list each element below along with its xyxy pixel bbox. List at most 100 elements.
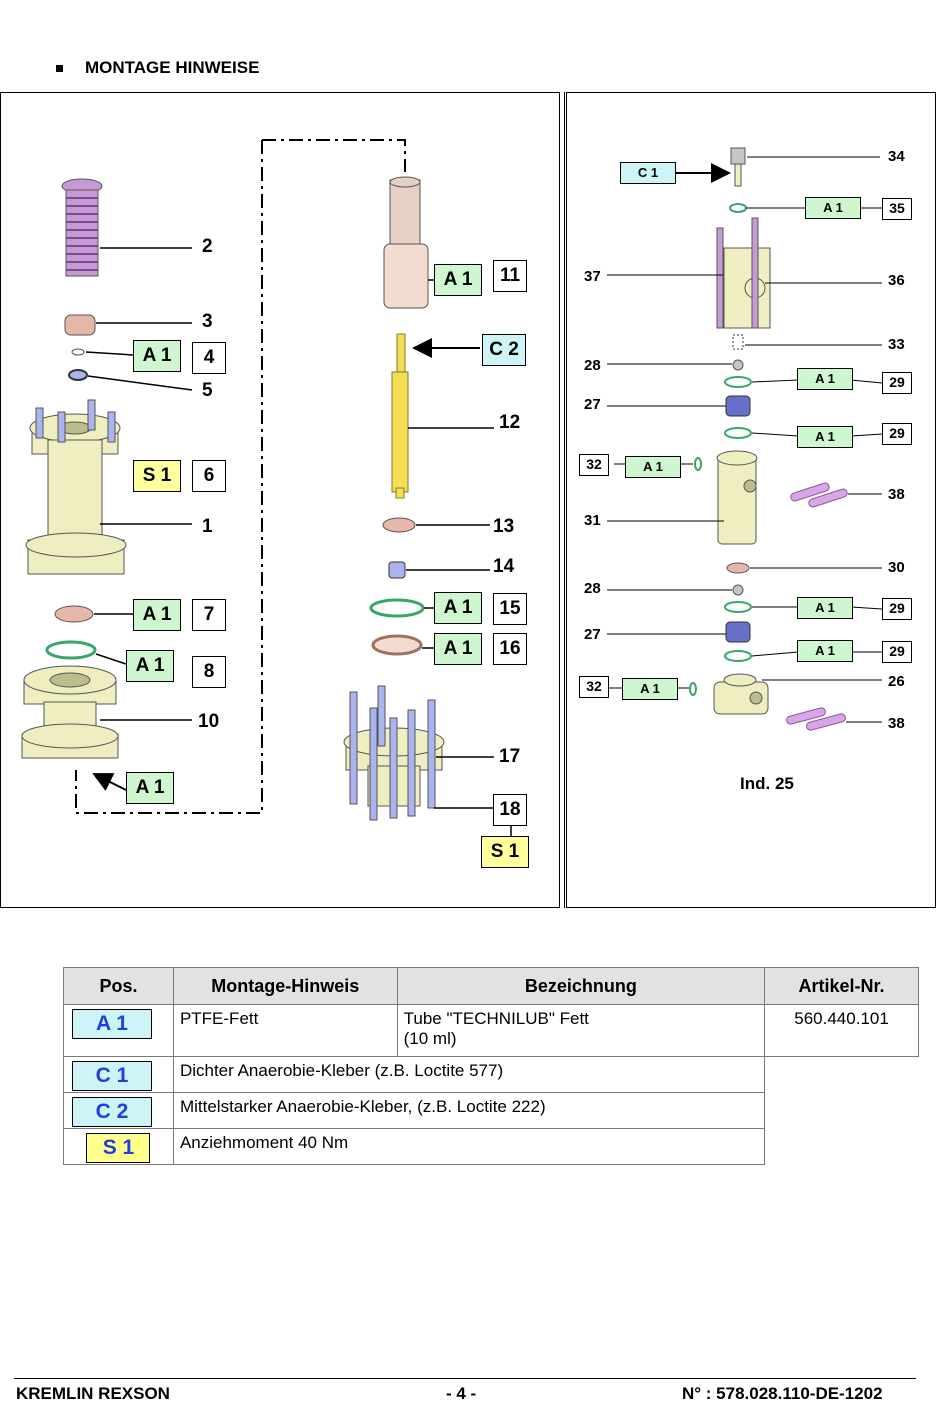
part-number-box-6: 6 [192,460,226,492]
body-part-1 [25,399,127,575]
part-label-31: 31 [584,512,601,529]
part-number-box-35: 35 [882,198,912,220]
designation-cell: Tube "TECHNILUB" Fett(10 ml) [396,1004,766,1057]
pin-part-12 [391,333,409,499]
housing-part-17 [343,685,445,821]
part-label-27: 27 [584,626,601,643]
part-number-box-29: 29 [882,641,912,663]
code-box-c1: C 1 [620,162,676,184]
article-cell: 560.440.101 [764,1004,919,1057]
seal-part-3 [64,314,96,336]
part-number-box-29: 29 [882,598,912,620]
part-label-2: 2 [202,236,213,257]
part-label-28: 28 [584,580,601,597]
flange-part-10 [21,665,119,759]
designation-line-2: (10 ml) [403,1029,457,1048]
footer-page: - 4 - [446,1384,477,1403]
disc-part-13 [382,517,416,533]
part-label-14: 14 [493,556,515,577]
footer-rule [14,1378,916,1379]
seat-part-27-top [725,395,751,417]
section-heading: MONTAGE HINWEISE [56,58,259,78]
note-cell: Anziehmoment 40 Nm [172,1128,766,1165]
code-box-a1: A 1 [126,772,174,804]
part-label-10: 10 [198,711,220,732]
part-label-38: 38 [888,715,905,732]
table-row: C 1 Dichter Anaerobie-Kleber (z.B. Locti… [63,1056,919,1093]
part-number-box-16: 16 [493,633,527,665]
part-label-36: 36 [888,272,905,289]
code-box-a1: A 1 [434,264,482,296]
ball-part-28-top [732,359,744,371]
part-number-box-11: 11 [493,260,527,292]
part-label-12: 12 [499,412,521,433]
part-label-28: 28 [584,357,601,374]
code-c2: C 2 [72,1097,152,1127]
table-row: A 1 PTFE-Fett Tube "TECHNILUB" Fett(10 m… [63,1004,919,1057]
code-box-a1: A 1 [622,678,678,700]
oring-part-35 [729,203,747,213]
oring-part-29-d [724,650,752,662]
header-bezeichnung: Bezeichnung [396,967,766,1005]
part-label-27: 27 [584,396,601,413]
code-box-a1: A 1 [434,592,482,624]
table-row: C 2 Mittelstarker Anaerobie-Kleber, (z.B… [63,1092,919,1129]
code-box-s1: S 1 [481,836,529,868]
code-box-a1: A 1 [797,426,853,448]
screws-part-38-a [790,482,848,508]
part-label-13: 13 [493,516,515,537]
header-montage-hinweis: Montage-Hinweis [172,967,398,1005]
designation-line-1: Tube "TECHNILUB" Fett [403,1009,589,1028]
part-label-34: 34 [888,148,905,165]
part-label-17: 17 [499,746,521,767]
part-number-box-7: 7 [192,599,226,631]
ball-part-28-bottom [732,584,744,596]
exploded-view-drawing [21,139,883,836]
oring-part-32-b [689,682,697,696]
part-number-box-29: 29 [882,423,912,445]
footer-company: KREMLIN REXSON [16,1384,170,1403]
part-label-5: 5 [202,380,213,401]
oring-part-15 [369,598,425,618]
oring-part-29-a [724,376,752,388]
note-cell: Dichter Anaerobie-Kleber (z.B. Loctite 5… [172,1056,766,1093]
part-number-box-8: 8 [192,656,226,688]
code-box-c2: C 2 [482,334,526,366]
legend-table: Pos. Montage-Hinweis Bezeichnung Artikel… [63,967,919,1165]
code-box-a1: A 1 [133,599,181,631]
code-box-a1: A 1 [797,597,853,619]
code-c1: C 1 [72,1061,152,1091]
seal-part-16 [371,634,423,656]
code-box-a1: A 1 [434,633,482,665]
part-number-box-4: 4 [192,342,226,374]
part-label-37: 37 [584,268,601,285]
part-label-1: 1 [202,516,213,537]
oring-part-8 [45,640,97,660]
header-pos: Pos. [63,967,174,1005]
index-label: Ind. 25 [740,774,794,793]
base-part-26 [713,673,769,715]
code-box-a1: A 1 [126,650,174,682]
code-box-a1: A 1 [797,640,853,662]
seal-part-7 [54,605,94,623]
note-cell: Mittelstarker Anaerobie-Kleber, (z.B. Lo… [172,1092,766,1129]
part-label-38: 38 [888,486,905,503]
note-cell: PTFE-Fett [172,1004,398,1057]
part-number-box-32: 32 [579,676,609,698]
nut-part-14 [388,561,406,579]
code-a1: A 1 [72,1009,152,1039]
part-number-box-15: 15 [493,593,527,625]
cylinder-part-31 [716,450,758,545]
header-artikel-nr: Artikel-Nr. [764,967,919,1005]
part-number-box-32: 32 [579,454,609,476]
code-s1: S 1 [86,1133,151,1163]
screw-part-34 [730,147,746,187]
oring-part-29-b [724,427,752,439]
sleeve-part-11 [383,176,429,309]
part-number-box-29: 29 [882,372,912,394]
code-box-a1: A 1 [805,197,861,219]
footer-doc-number: N° : 578.028.110-DE-1202 [682,1384,883,1403]
spring-part-33 [732,334,744,350]
bullet-icon [56,64,63,72]
screws-part-38-b [786,707,846,731]
